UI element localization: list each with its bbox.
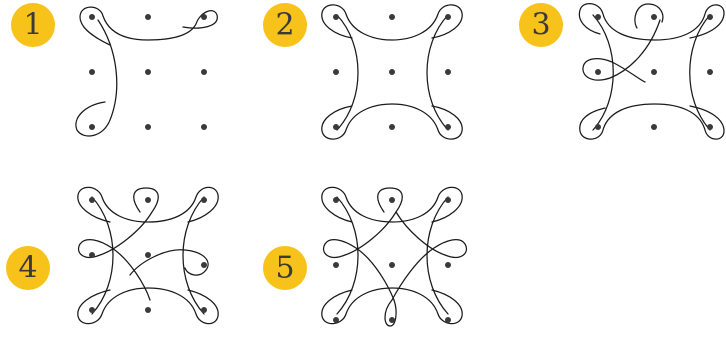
step-5-left-curve <box>336 196 359 315</box>
step-1-badge <box>11 3 55 47</box>
step-5-bottom-curve <box>321 287 463 325</box>
step-5-dot <box>389 317 395 323</box>
step-4: 4 <box>6 186 219 325</box>
step-1-left-loop-curve <box>75 19 118 137</box>
step-3-dot <box>651 14 657 20</box>
step-1-top-loop-curve <box>79 6 218 46</box>
step-4-number: 4 <box>18 251 37 286</box>
step-2-dot <box>389 69 395 75</box>
step-1: 1 <box>11 3 218 137</box>
step-5-dot <box>389 262 395 268</box>
step-5-badge <box>263 246 307 290</box>
step-2-top-curve <box>321 4 463 41</box>
step-4-bottom-curve <box>77 287 219 325</box>
step-5-top-curve <box>321 186 463 223</box>
step-2-lines <box>321 4 463 140</box>
step-2-left-curve <box>336 14 359 131</box>
step-1-dot <box>145 14 151 20</box>
step-1-dot <box>145 69 151 75</box>
step-4-badge <box>6 246 50 290</box>
step-2-dot <box>445 69 451 75</box>
step-4-x-curve-b <box>129 249 209 276</box>
step-4-top-curve <box>77 186 219 223</box>
step-1-dot <box>201 69 207 75</box>
step-4-lines <box>77 186 219 325</box>
step-5-dot <box>333 197 339 203</box>
step-1-dot <box>89 124 95 130</box>
step-2-dot <box>389 124 395 130</box>
step-2-dot <box>333 14 339 20</box>
step-5-bottom-middle-loop <box>384 299 397 327</box>
step-4-right-curve <box>182 196 205 315</box>
step-3-top-curve <box>578 3 725 41</box>
step-3-number: 3 <box>531 8 550 43</box>
step-3-dot <box>651 69 657 75</box>
step-1-dot <box>89 14 95 20</box>
step-3-dot <box>595 124 601 130</box>
step-1-dot <box>89 69 95 75</box>
step-2-dot <box>333 124 339 130</box>
step-5-number: 5 <box>275 251 294 286</box>
step-2-right-curve <box>426 14 449 131</box>
step-3-dot <box>707 69 713 75</box>
step-4-dot <box>145 252 151 258</box>
step-1-dot <box>145 124 151 130</box>
step-3-bottom-curve <box>579 103 725 140</box>
step-1-dots <box>89 14 207 130</box>
step-2-dots <box>333 14 451 130</box>
step-3-dot <box>595 69 601 75</box>
step-5-dot <box>333 317 339 323</box>
step-4-dots <box>89 197 207 313</box>
step-5-dot <box>333 262 339 268</box>
step-5: 5 <box>263 186 467 327</box>
step-1-dot <box>201 124 207 130</box>
step-3-dot <box>707 14 713 20</box>
step-3-middle-loop-curve <box>582 19 661 83</box>
step-3-left-curve <box>592 14 614 131</box>
step-3-dot <box>707 124 713 130</box>
step-2-dot <box>445 14 451 20</box>
step-5-dot <box>445 197 451 203</box>
step-2-dot <box>389 14 395 20</box>
step-5-diagonal-b <box>391 211 467 301</box>
step-3: 3 <box>519 3 725 140</box>
step-4-dot <box>145 197 151 203</box>
step-5-dot <box>445 317 451 323</box>
step-5-dot <box>445 262 451 268</box>
step-5-lines <box>321 186 467 327</box>
step-2-bottom-curve <box>321 103 463 140</box>
step-4-dot <box>89 307 95 313</box>
step-4-dot <box>89 197 95 203</box>
step-3-top-middle-loop-curve <box>634 3 664 29</box>
step-4-dot <box>89 252 95 258</box>
step-2-badge <box>263 3 307 47</box>
step-2: 2 <box>263 3 463 140</box>
step-2-dot <box>333 69 339 75</box>
step-3-right-curve <box>689 14 711 131</box>
step-4-x-curve-a <box>78 187 159 301</box>
step-2-number: 2 <box>275 8 294 43</box>
step-3-lines <box>578 3 725 140</box>
step-4-dot <box>201 262 207 268</box>
step-5-right-curve <box>426 196 449 315</box>
step-4-dot <box>201 307 207 313</box>
step-5-dot <box>389 197 395 203</box>
step-3-dot <box>651 124 657 130</box>
step-3-dot <box>595 14 601 20</box>
step-1-number: 1 <box>23 8 42 43</box>
step-3-dots <box>595 14 713 130</box>
step-5-dots <box>333 197 451 323</box>
step-1-lines <box>75 6 218 137</box>
step-5-diagonal-a <box>323 187 403 301</box>
step-4-dot <box>145 307 151 313</box>
step-1-dot <box>201 14 207 20</box>
step-4-left-curve <box>91 196 114 315</box>
step-2-dot <box>445 124 451 130</box>
step-3-badge <box>519 3 563 47</box>
step-4-dot <box>201 197 207 203</box>
